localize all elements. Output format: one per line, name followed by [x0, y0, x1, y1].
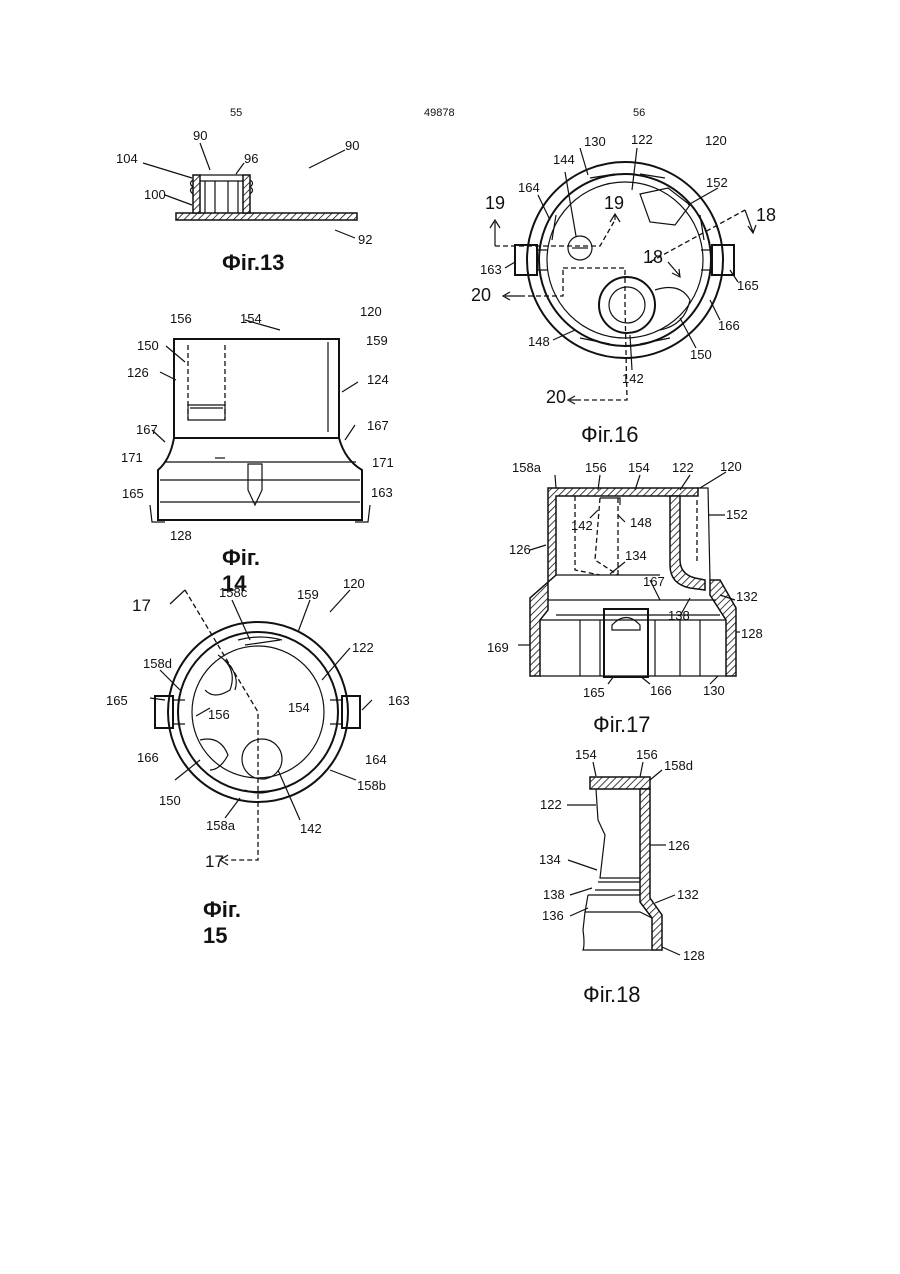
ref-154: 154 [575, 747, 597, 762]
ref-156: 156 [636, 747, 658, 762]
ref-126: 126 [668, 838, 690, 853]
ref-138: 138 [543, 887, 565, 902]
ref-128: 128 [683, 948, 705, 963]
ref-132: 132 [677, 887, 699, 902]
ref-136: 136 [542, 908, 564, 923]
ref-158d: 158d [664, 758, 693, 773]
figure-18-caption: Фiг.18 [583, 982, 641, 1008]
ref-122: 122 [540, 797, 562, 812]
ref-134: 134 [539, 852, 561, 867]
